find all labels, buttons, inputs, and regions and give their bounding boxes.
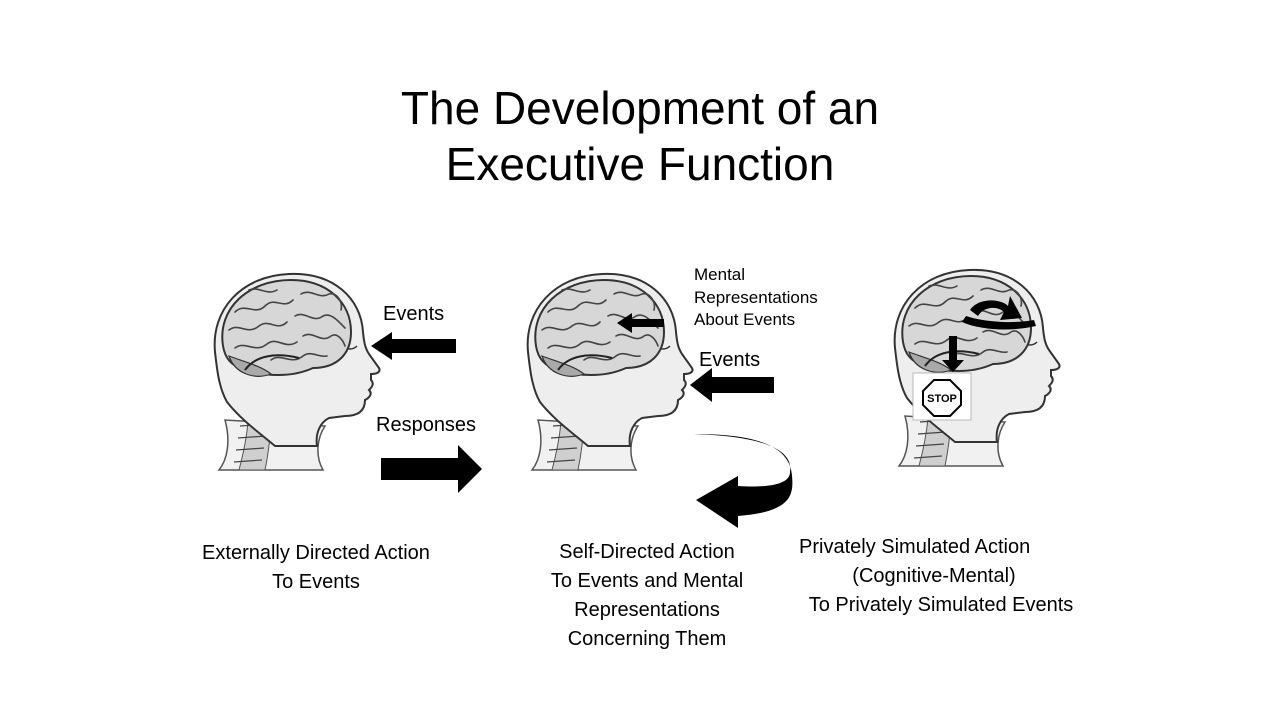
- panel2-mental-label-line-1: Mental: [694, 265, 746, 284]
- panel1-caption: Externally Directed Action To Events: [166, 539, 466, 597]
- panel2-caption-line-3: Representations: [574, 599, 720, 621]
- responses-arrow-right-icon: [381, 445, 482, 493]
- head-illustration-2: [526, 272, 694, 471]
- head-illustration-3: [893, 268, 1061, 467]
- panel1-caption-line-1: Externally Directed Action: [202, 542, 430, 564]
- mental-representation-arrow-icon: [617, 313, 664, 333]
- panel3-caption-line-2: (Cognitive-Mental): [852, 565, 1016, 587]
- down-arrow-icon: [942, 336, 964, 372]
- panel3-caption: Privately Simulated Action (Cognitive-Me…: [786, 533, 1096, 620]
- panel2-mental-label-line-2: Representations: [694, 288, 818, 307]
- simulated-loop-arrow-icon: [962, 296, 1036, 330]
- self-directed-loop-arrow-icon: [694, 434, 793, 528]
- panel2-events-label: Events: [699, 349, 761, 371]
- panel1-events-label: Events: [383, 303, 445, 325]
- events-arrow-left-icon: [690, 368, 774, 402]
- events-arrow-left-icon: [371, 332, 456, 360]
- panel3-caption-line-3: To Privately Simulated Events: [808, 594, 1074, 616]
- slide-title: The Development of an Executive Function: [240, 80, 1040, 192]
- panel3-caption-line-1: Privately Simulated Action: [799, 536, 1031, 558]
- panel1-caption-line-2: To Events: [272, 571, 360, 593]
- stop-sign-icon: STOP: [912, 372, 972, 421]
- panel1-responses-label: Responses: [376, 414, 477, 436]
- stop-sign-text: STOP: [927, 393, 957, 405]
- panel2-caption-line-4: Concerning Them: [567, 628, 727, 650]
- title-line-2: Executive Function: [445, 138, 835, 190]
- panel2-caption: Self-Directed Action To Events and Menta…: [517, 538, 777, 654]
- panel2-mental-label-line-3: About Events: [694, 310, 796, 329]
- panel2-caption-line-1: Self-Directed Action: [559, 541, 735, 563]
- title-line-1: The Development of an: [400, 82, 880, 134]
- panel2-caption-line-2: To Events and Mental: [550, 570, 744, 592]
- head-illustration-1: [213, 272, 381, 471]
